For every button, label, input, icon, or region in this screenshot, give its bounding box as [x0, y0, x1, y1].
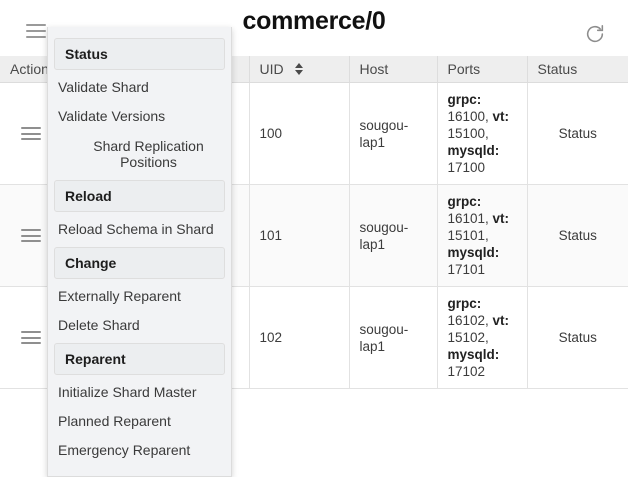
ports-grpc-label: grpc: — [447, 296, 482, 311]
column-header-uid[interactable]: UID — [249, 56, 350, 83]
cell-ports: grpc: 16101, vt: 15101, mysqld: 17101 — [437, 184, 528, 287]
sort-desc-icon — [294, 70, 303, 75]
ports-grpc-value: 16100, — [447, 109, 493, 124]
menu-group-change: Change — [54, 247, 225, 279]
refresh-glyph — [586, 24, 604, 43]
hamburger-bar — [21, 127, 41, 129]
shard-actions-menu: Status Validate Shard Validate Versions … — [47, 27, 232, 477]
cell-ports: grpc: 16100, vt: 15100, mysqld: 17100 — [437, 82, 528, 185]
sort-asc-icon — [294, 63, 303, 68]
menu-group-reload: Reload — [54, 180, 225, 212]
menu-item-reload-schema-in-shard[interactable]: Reload Schema in Shard — [58, 221, 214, 237]
cell-status[interactable]: Status — [527, 184, 628, 287]
hamburger-icon[interactable] — [26, 24, 46, 38]
ports-grpc-label: grpc: — [447, 194, 482, 209]
ports-vt-label: vt: — [492, 313, 510, 328]
menu-item-delete-shard[interactable]: Delete Shard — [58, 317, 140, 333]
menu-item-validate-shard[interactable]: Validate Shard — [58, 79, 149, 95]
menu-item-emergency-reparent[interactable]: Emergency Reparent — [58, 442, 191, 458]
ports-mysqld-label: mysqld: — [447, 245, 500, 260]
row-menu-icon[interactable] — [21, 331, 41, 344]
hamburger-bar — [21, 234, 41, 237]
menu-item-validate-versions[interactable]: Validate Versions — [58, 108, 166, 124]
ports-mysqld-value: 17100 — [447, 160, 486, 175]
menu-item-externally-reparent[interactable]: Externally Reparent — [58, 288, 181, 304]
ports-vt-label: vt: — [492, 211, 510, 226]
cell-uid: 100 — [249, 82, 350, 185]
hamburger-bar — [26, 36, 46, 38]
sort-arrows-icon[interactable] — [294, 62, 304, 76]
hamburger-bar — [21, 138, 41, 140]
hamburger-bar — [26, 24, 46, 26]
menu-item-planned-reparent[interactable]: Planned Reparent — [58, 413, 171, 429]
hamburger-bar — [21, 336, 41, 339]
cell-host: sougou-lap1 — [349, 184, 438, 287]
row-menu-icon[interactable] — [21, 127, 41, 140]
refresh-icon[interactable] — [584, 23, 606, 45]
menu-item-initialize-shard-master[interactable]: Initialize Shard Master — [58, 384, 197, 400]
hamburger-bar — [21, 229, 41, 231]
column-header-uid-label: UID — [259, 61, 284, 77]
menu-group-status: Status — [54, 38, 225, 70]
cell-uid: 102 — [249, 286, 350, 389]
ports-mysqld-label: mysqld: — [447, 347, 500, 362]
hamburger-bar — [26, 30, 46, 32]
ports-vt-value: 15101, — [447, 228, 489, 243]
menu-group-reparent: Reparent — [54, 343, 225, 375]
ports-mysqld-label: mysqld: — [447, 143, 500, 158]
cell-host: sougou-lap1 — [349, 82, 438, 185]
cell-ports: grpc: 16102, vt: 15102, mysqld: 17102 — [437, 286, 528, 389]
hamburger-bar — [21, 342, 41, 344]
ports-grpc-value: 16101, — [447, 211, 493, 226]
page-title: commerce/0 — [242, 7, 386, 35]
ports-grpc-value: 16102, — [447, 313, 493, 328]
ports-grpc-label: grpc: — [447, 92, 482, 107]
ports-vt-value: 15100, — [447, 126, 489, 141]
cell-uid: 101 — [249, 184, 350, 287]
column-header-host[interactable]: Host — [349, 56, 438, 83]
column-header-ports[interactable]: Ports — [437, 56, 528, 83]
hamburger-bar — [21, 132, 41, 135]
column-header-host-label: Host — [359, 61, 389, 77]
hamburger-bar — [21, 331, 41, 333]
column-header-status[interactable]: Status — [527, 56, 628, 83]
menu-item-shard-replication-positions[interactable]: Shard Replication Positions — [93, 138, 204, 170]
column-header-ports-label: Ports — [447, 61, 481, 77]
hamburger-bar — [21, 240, 41, 242]
cell-host: sougou-lap1 — [349, 286, 438, 389]
cell-status[interactable]: Status — [527, 82, 628, 185]
ports-vt-label: vt: — [492, 109, 510, 124]
ports-mysqld-value: 17102 — [447, 364, 486, 379]
ports-vt-value: 15102, — [447, 330, 489, 345]
row-menu-icon[interactable] — [21, 229, 41, 242]
cell-status[interactable]: Status — [527, 286, 628, 389]
column-header-status-label: Status — [537, 61, 578, 77]
ports-mysqld-value: 17101 — [447, 262, 486, 277]
